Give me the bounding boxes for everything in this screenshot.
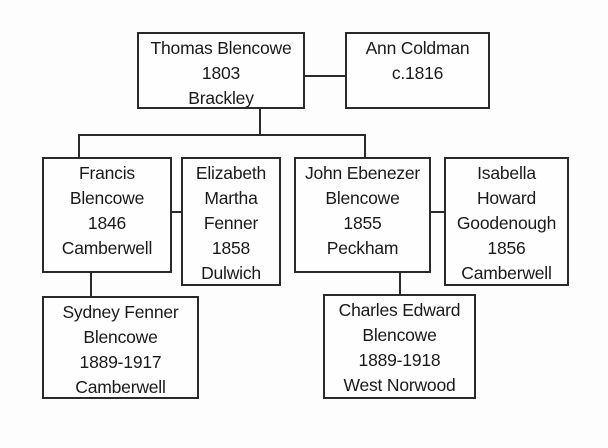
descent-line-to-john (364, 134, 366, 158)
person-name-middle: Howard (476, 188, 537, 208)
marriage-line-francis-elizabeth (171, 211, 181, 213)
person-name-first: Sydney Fenner (62, 302, 179, 322)
person-lifespan: 1889-1917 (79, 352, 162, 372)
person-name-last: Blencowe (69, 188, 145, 208)
person-place: Camberwell (75, 377, 166, 397)
person-name-last: Blencowe (83, 327, 158, 347)
person-francis-blencowe: Francis Blencowe 1846 Camberwell (42, 157, 172, 273)
descent-line-thomas (259, 100, 261, 136)
descent-line-to-sydney (90, 272, 92, 297)
person-sydney-fenner-blencowe: Sydney Fenner Blencowe 1889-1917 Camberw… (42, 296, 199, 399)
person-charles-edward-blencowe: Charles Edward Blencowe 1889-1918 West N… (323, 294, 476, 399)
person-thomas-blencowe: Thomas Blencowe 1803 Brackley (137, 32, 305, 109)
person-birth-year: 1846 (87, 213, 127, 233)
person-name: Thomas Blencowe (150, 38, 292, 58)
person-ann-coldman: Ann Coldman c.1816 (345, 32, 490, 109)
person-name-last: Goodenough (456, 213, 557, 233)
person-isabella-howard-goodenough: Isabella Howard Goodenough 1856 Camberwe… (444, 157, 569, 286)
person-place: Peckham (326, 238, 399, 258)
person-name-middle: Martha (204, 188, 258, 208)
person-place: Brackley (188, 88, 254, 108)
person-name: Ann Coldman (365, 38, 470, 58)
person-birth-year: 1855 (343, 213, 382, 233)
person-name-first: Isabella (477, 163, 536, 183)
person-name-first: John Ebenezer (304, 163, 421, 183)
person-place: Camberwell (61, 238, 153, 258)
person-name-first: Charles Edward (338, 300, 461, 320)
sibling-bar (78, 134, 366, 136)
person-birth-year: 1858 (211, 238, 251, 258)
person-name-first: Elizabeth (195, 163, 267, 183)
descent-line-to-charles (399, 272, 401, 295)
person-name-first: Francis (79, 163, 135, 183)
marriage-line-thomas-ann (304, 75, 345, 77)
person-john-ebenezer-blencowe: John Ebenezer Blencowe 1855 Peckham (294, 157, 431, 273)
person-place: Camberwell (461, 263, 552, 283)
person-name-last: Blencowe (325, 188, 400, 208)
person-birth-year: 1856 (487, 238, 526, 258)
person-name-last: Blencowe (362, 325, 437, 345)
marriage-line-john-isabella (430, 211, 444, 213)
person-birth-year: c.1816 (391, 63, 444, 83)
person-place: West Norwood (343, 375, 456, 395)
person-name-last: Fenner (203, 213, 259, 233)
person-lifespan: 1889-1918 (358, 350, 441, 370)
person-place: Dulwich (201, 263, 261, 283)
descent-line-to-francis (78, 134, 80, 158)
person-elizabeth-martha-fenner: Elizabeth Martha Fenner 1858 Dulwich (181, 157, 281, 286)
person-birth-year: 1803 (201, 63, 241, 83)
